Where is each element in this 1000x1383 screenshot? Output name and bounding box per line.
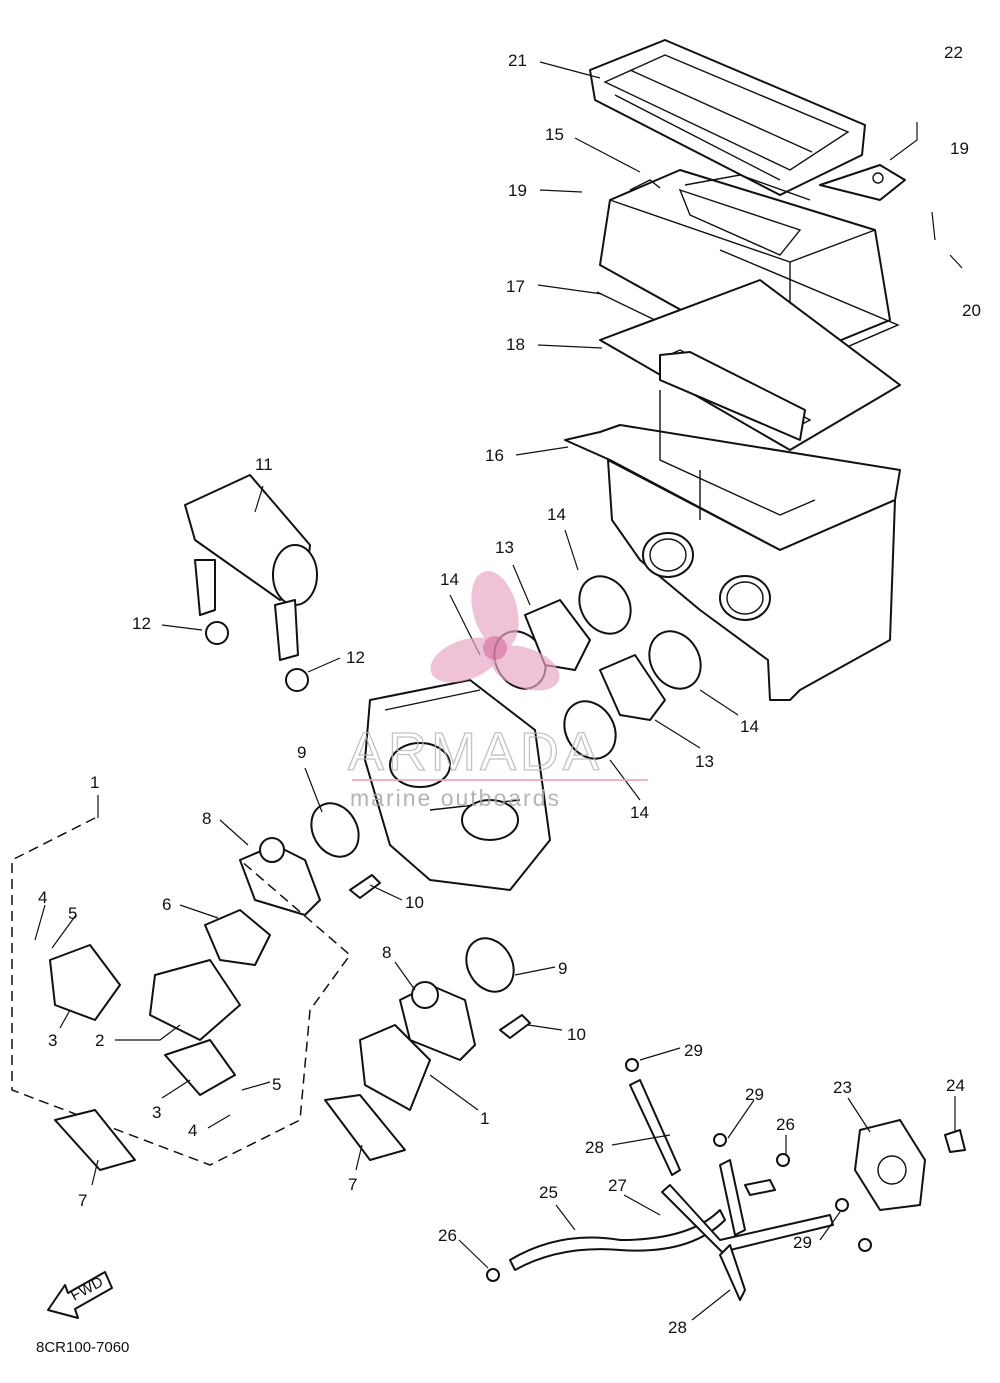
callout-4-b: 4 bbox=[188, 1121, 197, 1140]
callout-13-a: 13 bbox=[495, 538, 514, 557]
callout-29-b: 29 bbox=[745, 1085, 764, 1104]
fwd-arrow: FWD bbox=[47, 1271, 113, 1319]
hose-clamps bbox=[310, 802, 515, 993]
callout-8-a: 8 bbox=[202, 809, 211, 828]
callout-19-right: 19 bbox=[950, 139, 969, 158]
callout-2: 2 bbox=[95, 1031, 104, 1050]
callout-22: 22 bbox=[944, 43, 963, 62]
callout-29-c: 29 bbox=[793, 1233, 812, 1252]
bolts bbox=[349, 874, 531, 1039]
callout-8-b: 8 bbox=[382, 943, 391, 962]
callout-10-a: 10 bbox=[405, 893, 424, 912]
callout-6: 6 bbox=[162, 895, 171, 914]
callout-18: 18 bbox=[506, 335, 525, 354]
callout-14-b: 14 bbox=[440, 570, 459, 589]
watermark: ARMADA marine outboards bbox=[347, 570, 648, 811]
callout-11: 11 bbox=[255, 455, 273, 474]
callout-9-b: 9 bbox=[558, 959, 567, 978]
callout-1-b: 1 bbox=[480, 1109, 489, 1128]
callout-25: 25 bbox=[539, 1183, 558, 1202]
clips bbox=[205, 621, 309, 692]
callout-3-a: 3 bbox=[48, 1031, 57, 1050]
reed-valve-group bbox=[11, 817, 352, 1166]
callout-14-a: 14 bbox=[547, 505, 566, 524]
airbox-case bbox=[564, 390, 901, 701]
callout-15: 15 bbox=[545, 125, 564, 144]
callout-7-a: 7 bbox=[78, 1191, 87, 1210]
callout-14-d: 14 bbox=[630, 803, 649, 822]
intake-manifold-lower bbox=[399, 981, 476, 1061]
callout-28-b: 28 bbox=[668, 1318, 687, 1337]
watermark-tagline: marine outboards bbox=[350, 785, 561, 811]
hose-clips bbox=[486, 1058, 872, 1282]
intake-manifold-upper bbox=[239, 837, 321, 916]
propeller-logo-icon bbox=[430, 570, 560, 691]
callout-23: 23 bbox=[833, 1078, 852, 1097]
callout-labels: 21 22 15 19 19 20 17 18 16 11 14 13 14 1… bbox=[38, 43, 981, 1337]
callout-1-a: 1 bbox=[90, 773, 99, 792]
callout-21: 21 bbox=[508, 51, 527, 70]
watermark-rule bbox=[352, 779, 648, 781]
callout-14-c: 14 bbox=[740, 717, 759, 736]
callout-28-a: 28 bbox=[585, 1138, 604, 1157]
diagram-code: 8CR100-7060 bbox=[36, 1339, 129, 1356]
callout-4-a: 4 bbox=[38, 888, 47, 907]
callout-12-b: 12 bbox=[346, 648, 365, 667]
callout-7-b: 7 bbox=[348, 1175, 357, 1194]
callout-26-a: 26 bbox=[776, 1115, 795, 1134]
callout-16: 16 bbox=[485, 446, 504, 465]
callout-12-a: 12 bbox=[132, 614, 151, 633]
fuel-pump bbox=[854, 1119, 966, 1211]
callout-5-a: 5 bbox=[68, 904, 77, 923]
callout-24: 24 bbox=[946, 1076, 965, 1095]
callout-17: 17 bbox=[506, 277, 525, 296]
callout-27: 27 bbox=[608, 1176, 627, 1195]
callout-13-b: 13 bbox=[695, 752, 714, 771]
callout-9-a: 9 bbox=[297, 743, 306, 762]
airbox-lid bbox=[589, 39, 866, 196]
reed-valve-parts bbox=[49, 909, 431, 1171]
leader-lines bbox=[34, 61, 963, 1321]
fuel-hoses bbox=[509, 1079, 834, 1301]
silencer-muffler bbox=[184, 474, 318, 661]
callout-3-b: 3 bbox=[152, 1103, 161, 1122]
callout-19-left: 19 bbox=[508, 181, 527, 200]
callout-26-b: 26 bbox=[438, 1226, 457, 1245]
watermark-brand: ARMADA bbox=[348, 722, 603, 782]
callout-20: 20 bbox=[962, 301, 981, 320]
filter-plate bbox=[599, 279, 901, 451]
callout-10-b: 10 bbox=[567, 1025, 586, 1044]
callout-5-b: 5 bbox=[272, 1075, 281, 1094]
carburetor-assembly bbox=[364, 679, 551, 891]
callout-29-a: 29 bbox=[684, 1041, 703, 1060]
